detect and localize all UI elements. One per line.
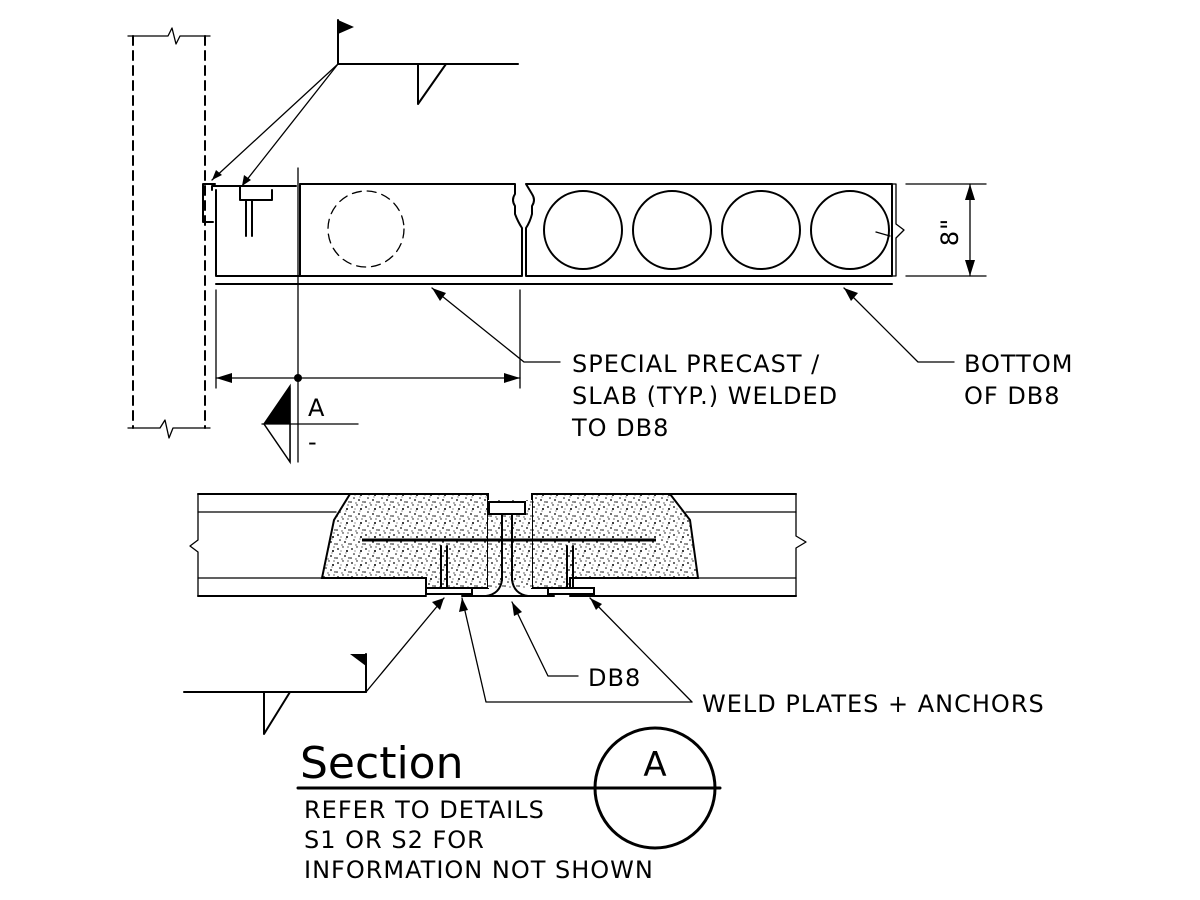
section-marker-letter: A (308, 394, 325, 422)
bottom-label-line2: OF DB8 (964, 382, 1061, 410)
bottom-of-db8-leader (843, 287, 955, 363)
note-line3: INFORMATION NOT SHOWN (304, 856, 654, 884)
weld-symbol-top (211, 19, 519, 187)
wall-section (127, 27, 211, 439)
weld-symbol-bottom (183, 597, 445, 735)
weld-plates-label: WELD PLATES + ANCHORS (702, 690, 1045, 718)
slab-break (891, 183, 905, 277)
db8-label: DB8 (588, 664, 641, 692)
precast-slab-left (215, 183, 523, 277)
precast-label-line1: SPECIAL PRECAST / (572, 350, 820, 378)
weld-plates-leader (459, 597, 693, 703)
hollow-core-slab (525, 183, 893, 277)
note-line1: REFER TO DETAILS (304, 796, 545, 824)
dimension-8in-label: 8" (936, 218, 964, 246)
lower-slab-right (569, 493, 807, 597)
horizontal-dimension (215, 167, 521, 463)
edge-angle (202, 183, 297, 237)
weld-plates-anchors (425, 545, 595, 595)
precast-label-line2: SLAB (TYP.) WELDED (572, 382, 838, 410)
lower-slab-left (189, 493, 427, 597)
db8-leader (511, 601, 579, 677)
bottom-label-line1: BOTTOM (964, 350, 1073, 378)
note-line2: S1 OR S2 FOR (304, 826, 485, 854)
section-cut-marker (261, 383, 359, 465)
section-bubble-letter: A (643, 745, 666, 785)
db8-tee (461, 501, 555, 597)
precast-leader (431, 287, 561, 363)
precast-label-line3: TO DB8 (571, 414, 669, 442)
depth-dimension (905, 183, 987, 277)
void-leader (875, 231, 891, 237)
section-marker-sheet: - (308, 428, 318, 456)
section-title: Section (300, 738, 463, 789)
